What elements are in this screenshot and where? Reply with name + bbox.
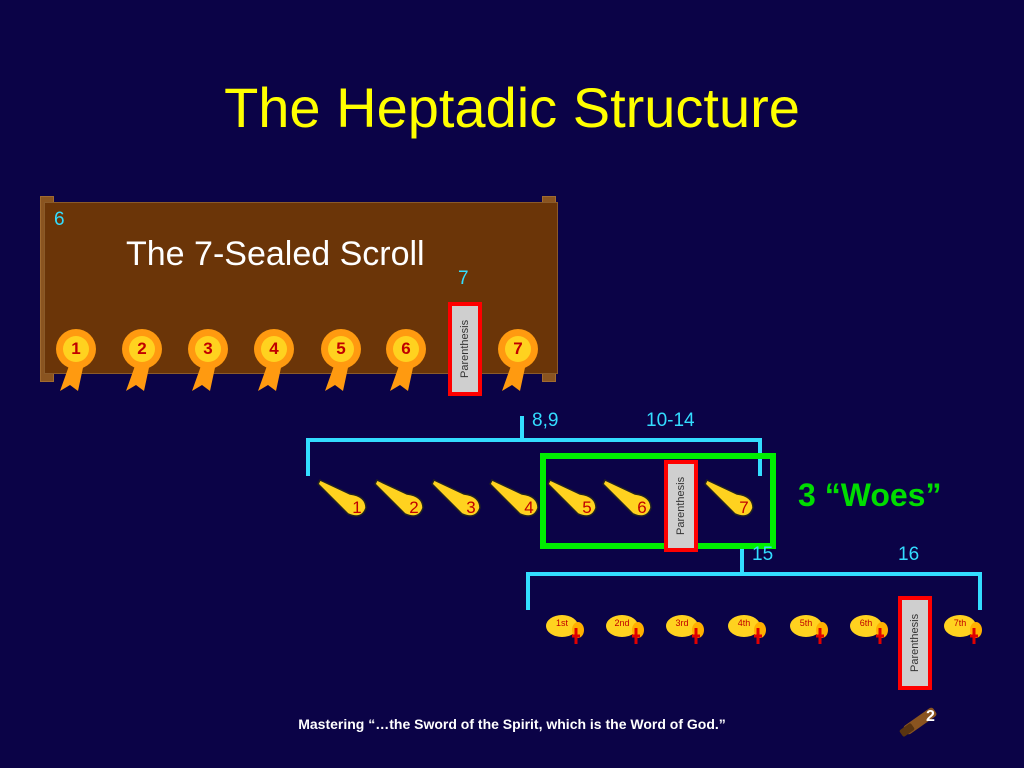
- seal-5-icon: [321, 329, 361, 391]
- trumpet-number: 2: [409, 498, 419, 517]
- trumpet-number: 3: [466, 498, 476, 517]
- trumpet-2-icon: [374, 479, 424, 517]
- bowls-bracket: [526, 548, 982, 610]
- scroll-chapter-7: 7: [458, 268, 469, 289]
- trumpet-number: 7: [739, 498, 749, 517]
- seal-6-icon: [386, 329, 426, 391]
- scroll-chapter-6: 6: [54, 209, 65, 230]
- bowl-5-icon: [790, 615, 828, 644]
- seal-number: 3: [203, 339, 213, 358]
- trumpet-number: 4: [524, 498, 534, 517]
- bowls-parenthesis-text: Parenthesis: [909, 613, 921, 673]
- seal-3-icon: [188, 329, 228, 391]
- trumpet-1-icon: [317, 479, 367, 517]
- seal-7-icon: [498, 329, 538, 391]
- trumpet-7-icon: [704, 479, 754, 517]
- woes-highlight-box: [540, 453, 776, 549]
- trumpet-number: 5: [582, 498, 592, 517]
- bowl-3-icon: [666, 615, 704, 644]
- bowl-4-icon: [728, 615, 766, 644]
- page-title: The Heptadic Structure: [224, 76, 800, 139]
- bowl-1-icon: [546, 615, 584, 644]
- bowl-label: 5th: [799, 618, 813, 628]
- bowl-label: 4th: [737, 618, 751, 628]
- bowl-6-icon: [850, 615, 888, 644]
- scroll-parenthesis: Parenthesis: [448, 302, 482, 396]
- sword-icon: [899, 707, 937, 737]
- seal-number: 1: [71, 339, 81, 358]
- trumpets-label-right: 10-14: [646, 410, 695, 431]
- bowl-label: 1st: [555, 618, 568, 628]
- trumpet-3-icon: [431, 479, 481, 517]
- seal-number: 2: [137, 339, 147, 358]
- seal-number: 4: [269, 339, 279, 358]
- bowl-label: 7th: [953, 618, 967, 628]
- bowls-label-right: 16: [898, 544, 920, 565]
- trumpet-number: 6: [637, 498, 647, 517]
- scroll-parenthesis-text: Parenthesis: [459, 319, 471, 379]
- page-number: 2: [926, 708, 935, 725]
- bowls-parenthesis: Parenthesis: [898, 596, 932, 690]
- seal-number: 5: [336, 339, 346, 358]
- trumpets-parenthesis-text: Parenthesis: [675, 476, 687, 536]
- seal-1-icon: [56, 329, 96, 391]
- bowl-7-icon: [944, 615, 982, 644]
- trumpet-5-icon: [547, 479, 597, 517]
- scroll-label: The 7-Sealed Scroll: [126, 235, 425, 273]
- trumpet-6-icon: [602, 479, 652, 517]
- footer-caption: Mastering “…the Sword of the Spirit, whi…: [298, 716, 726, 732]
- bowl-label: 6th: [859, 618, 873, 628]
- trumpets-parenthesis: Parenthesis: [664, 460, 698, 552]
- seal-number: 7: [513, 339, 523, 358]
- trumpets-label-left: 8,9: [532, 410, 559, 431]
- trumpet-4-icon: [489, 479, 539, 517]
- bowls-label-left: 15: [752, 544, 774, 565]
- seal-2-icon: [122, 329, 162, 391]
- seal-number: 6: [401, 339, 411, 358]
- seal-4-icon: [254, 329, 294, 391]
- bowl-label: 2nd: [614, 618, 630, 628]
- trumpet-number: 1: [352, 498, 362, 517]
- three-woes-label: 3 “Woes”: [798, 477, 942, 513]
- bowl-2-icon: [606, 615, 644, 644]
- bowl-label: 3rd: [675, 618, 689, 628]
